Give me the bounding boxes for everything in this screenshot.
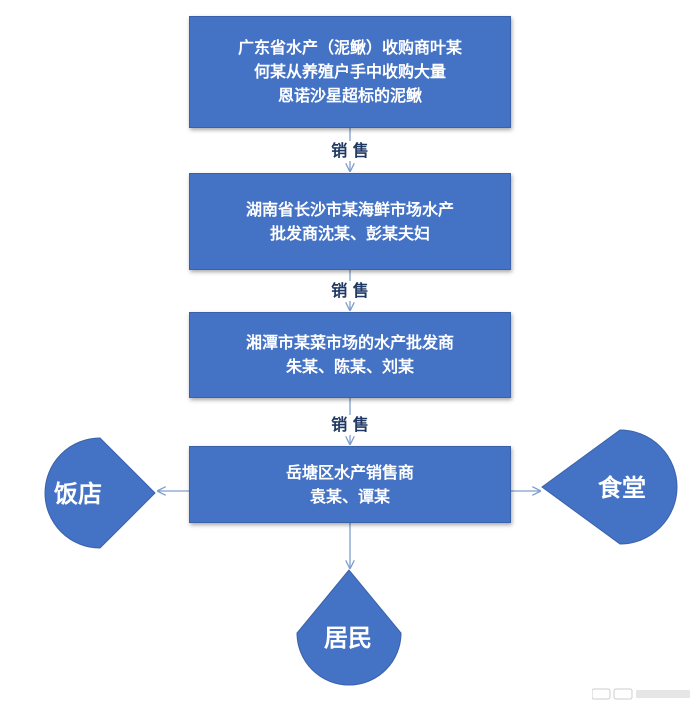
- sell-label-1: 销 售: [310, 141, 390, 161]
- step-1-line-1: 广东省水产（泥鳅）收购商叶某: [237, 38, 462, 57]
- watermark-logo: [592, 688, 690, 700]
- step-box-3: 湘潭市某菜市场的水产批发商 朱某、陈某、刘某: [189, 312, 511, 398]
- step-box-4: 岳塘区水产销售商 袁某、谭某: [189, 446, 511, 523]
- step-4-line-2: 袁某、谭某: [309, 486, 390, 506]
- step-3-line-2: 朱某、陈某、刘某: [285, 357, 414, 376]
- sell-label-2: 销 售: [310, 281, 390, 301]
- step-1-line-3: 恩诺沙星超标的泥鳅: [277, 86, 422, 105]
- step-box-1: 广东省水产（泥鳅）收购商叶某 何某从养殖户手中收购大量 恩诺沙星超标的泥鳅: [189, 16, 511, 128]
- sell-label-3: 销 售: [310, 415, 390, 435]
- residents-label: 居民: [324, 624, 372, 652]
- restaurant-label: 饭店: [54, 480, 102, 508]
- canteen-label: 食堂: [598, 474, 646, 502]
- step-3-line-1: 湘潭市某菜市场的水产批发商: [245, 333, 454, 352]
- canteen-drop-shape: [541, 429, 678, 545]
- step-2-line-2: 批发商沈某、彭某夫妇: [269, 223, 430, 243]
- step-4-line-1: 岳塘区水产销售商: [285, 462, 414, 482]
- step-box-2: 湖南省长沙市某海鲜市场水产 批发商沈某、彭某夫妇: [189, 173, 511, 270]
- step-1-line-2: 何某从养殖户手中收购大量: [253, 62, 446, 81]
- residents-drop-shape: [296, 569, 402, 686]
- step-2-line-1: 湖南省长沙市某海鲜市场水产: [245, 199, 454, 219]
- restaurant-drop-shape: [44, 437, 156, 549]
